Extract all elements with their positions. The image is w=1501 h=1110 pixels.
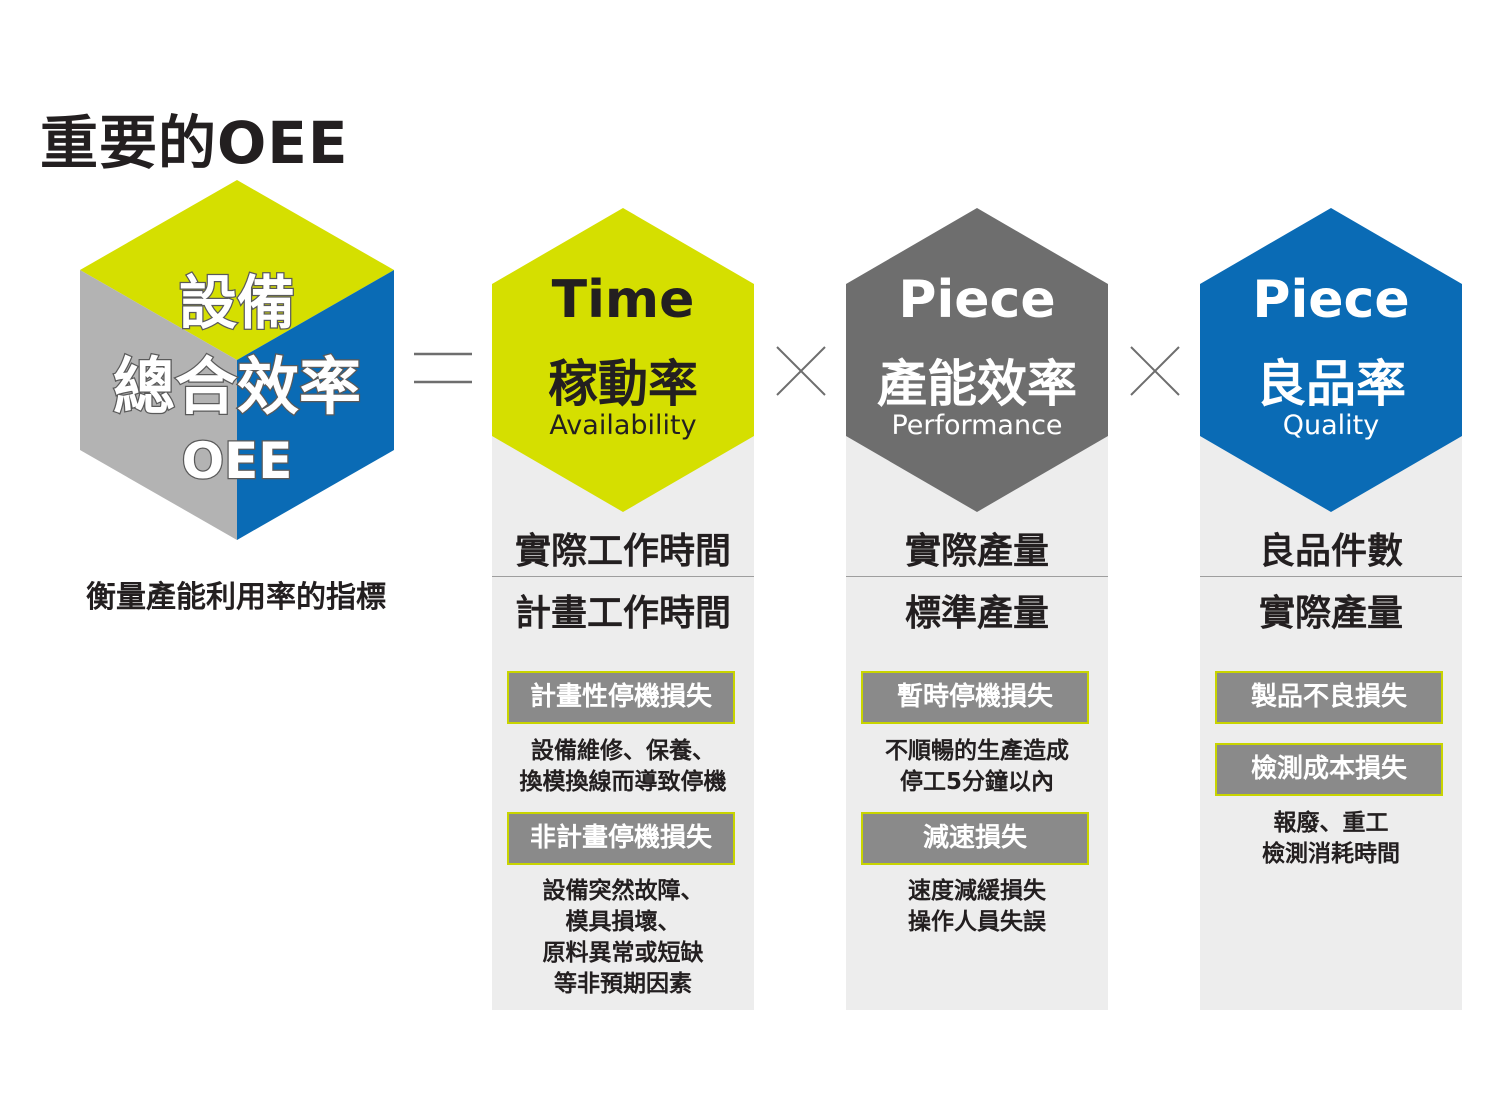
loss-description-line: 模具損壞、 (565, 909, 681, 935)
column-unit: Piece (1252, 270, 1410, 330)
loss-description-line: 報廢、重工 (1273, 810, 1389, 836)
loss-tag: 計畫性停機損失 (507, 671, 735, 724)
performance-hexagon (846, 208, 1108, 512)
hexagon-shape (492, 208, 754, 512)
hexagon-shape (846, 208, 1108, 512)
column-name: 良品率 (1256, 355, 1406, 413)
loss-description: 不順暢的生產造成 停工5分鐘以內 (846, 736, 1108, 798)
multiply-sign-2 (1130, 346, 1180, 396)
loss-description-line: 檢測消耗時間 (1262, 841, 1400, 867)
fraction-line (846, 576, 1108, 577)
loss-description-line: 操作人員失誤 (908, 909, 1046, 935)
column-name: 產能效率 (877, 355, 1077, 413)
loss-tag: 暫時停機損失 (861, 671, 1089, 724)
loss-tag: 製品不良損失 (1215, 671, 1443, 724)
column-unit: Piece (898, 270, 1056, 330)
fraction-denominator: 標準產量 (904, 593, 1049, 634)
fraction-denominator: 計畫工作時間 (514, 593, 731, 634)
quality-hexagon (1200, 208, 1462, 512)
equals-sign (414, 348, 472, 388)
oee-hexagon-shape (80, 180, 394, 540)
multiply-icon (1130, 346, 1180, 396)
oee-line-3: OEE (180, 431, 293, 492)
loss-description-line: 原料異常或短缺 (542, 940, 704, 966)
loss-tag: 減速損失 (861, 812, 1089, 865)
column-english-name: Performance (891, 410, 1063, 441)
loss-description-line: 設備突然故障、 (542, 878, 704, 904)
multiply-sign-1 (776, 346, 826, 396)
oee-hex-right-face (237, 270, 394, 540)
loss-description-line: 停工5分鐘以內 (899, 769, 1054, 795)
fraction-numerator: 實際產量 (904, 531, 1049, 572)
fraction-line (492, 576, 754, 577)
availability-column: Time 稼動率 Availability 實際工作時間 計畫工作時間 計畫性停… (492, 208, 754, 1010)
oee-line-1: 設備 (178, 268, 297, 339)
fraction-numerator: 良品件數 (1258, 531, 1403, 572)
column-english-name: Quality (1282, 410, 1380, 441)
loss-tag: 檢測成本損失 (1215, 743, 1443, 796)
availability-hexagon (492, 208, 754, 512)
oee-line-2: 總合效率 (112, 349, 363, 425)
hexagon-shape (1200, 208, 1462, 512)
column-english-name: Availability (549, 410, 697, 441)
loss-description: 設備突然故障、 模具損壞、 原料異常或短缺 等非預期因素 (492, 876, 754, 1000)
column-name: 稼動率 (548, 355, 698, 413)
page-title: 重要的OEE (40, 109, 349, 177)
loss-description-line: 不順暢的生產造成 (885, 738, 1069, 764)
loss-description-line: 速度減緩損失 (908, 878, 1046, 904)
column-unit: Time (551, 270, 695, 330)
loss-description: 報廢、重工 檢測消耗時間 (1200, 808, 1462, 870)
equals-icon (414, 352, 472, 384)
oee-hex-left-face (80, 270, 237, 540)
loss-description: 設備維修、保養、 換模換線而導致停機 (492, 736, 754, 798)
performance-column: Piece 產能效率 Performance 實際產量 標準產量 暫時停機損失 … (846, 208, 1108, 1010)
loss-description: 速度減緩損失 操作人員失誤 (846, 876, 1108, 938)
oee-hexagon: 設備 總合效率 OEE (78, 178, 396, 542)
quality-column: Piece 良品率 Quality 良品件數 實際產量 製品不良損失 檢測成本損… (1200, 208, 1462, 1010)
oee-subtitle: 衡量產能利用率的指標 (86, 580, 386, 615)
fraction-denominator: 實際產量 (1258, 593, 1403, 634)
fraction-numerator: 實際工作時間 (514, 531, 731, 572)
multiply-icon (776, 346, 826, 396)
loss-tag: 非計畫停機損失 (507, 812, 735, 865)
loss-description-line: 換模換線而導致停機 (519, 769, 727, 795)
loss-description-line: 設備維修、保養、 (531, 738, 715, 764)
loss-description-line: 等非預期因素 (554, 971, 692, 997)
fraction-line (1200, 576, 1462, 577)
